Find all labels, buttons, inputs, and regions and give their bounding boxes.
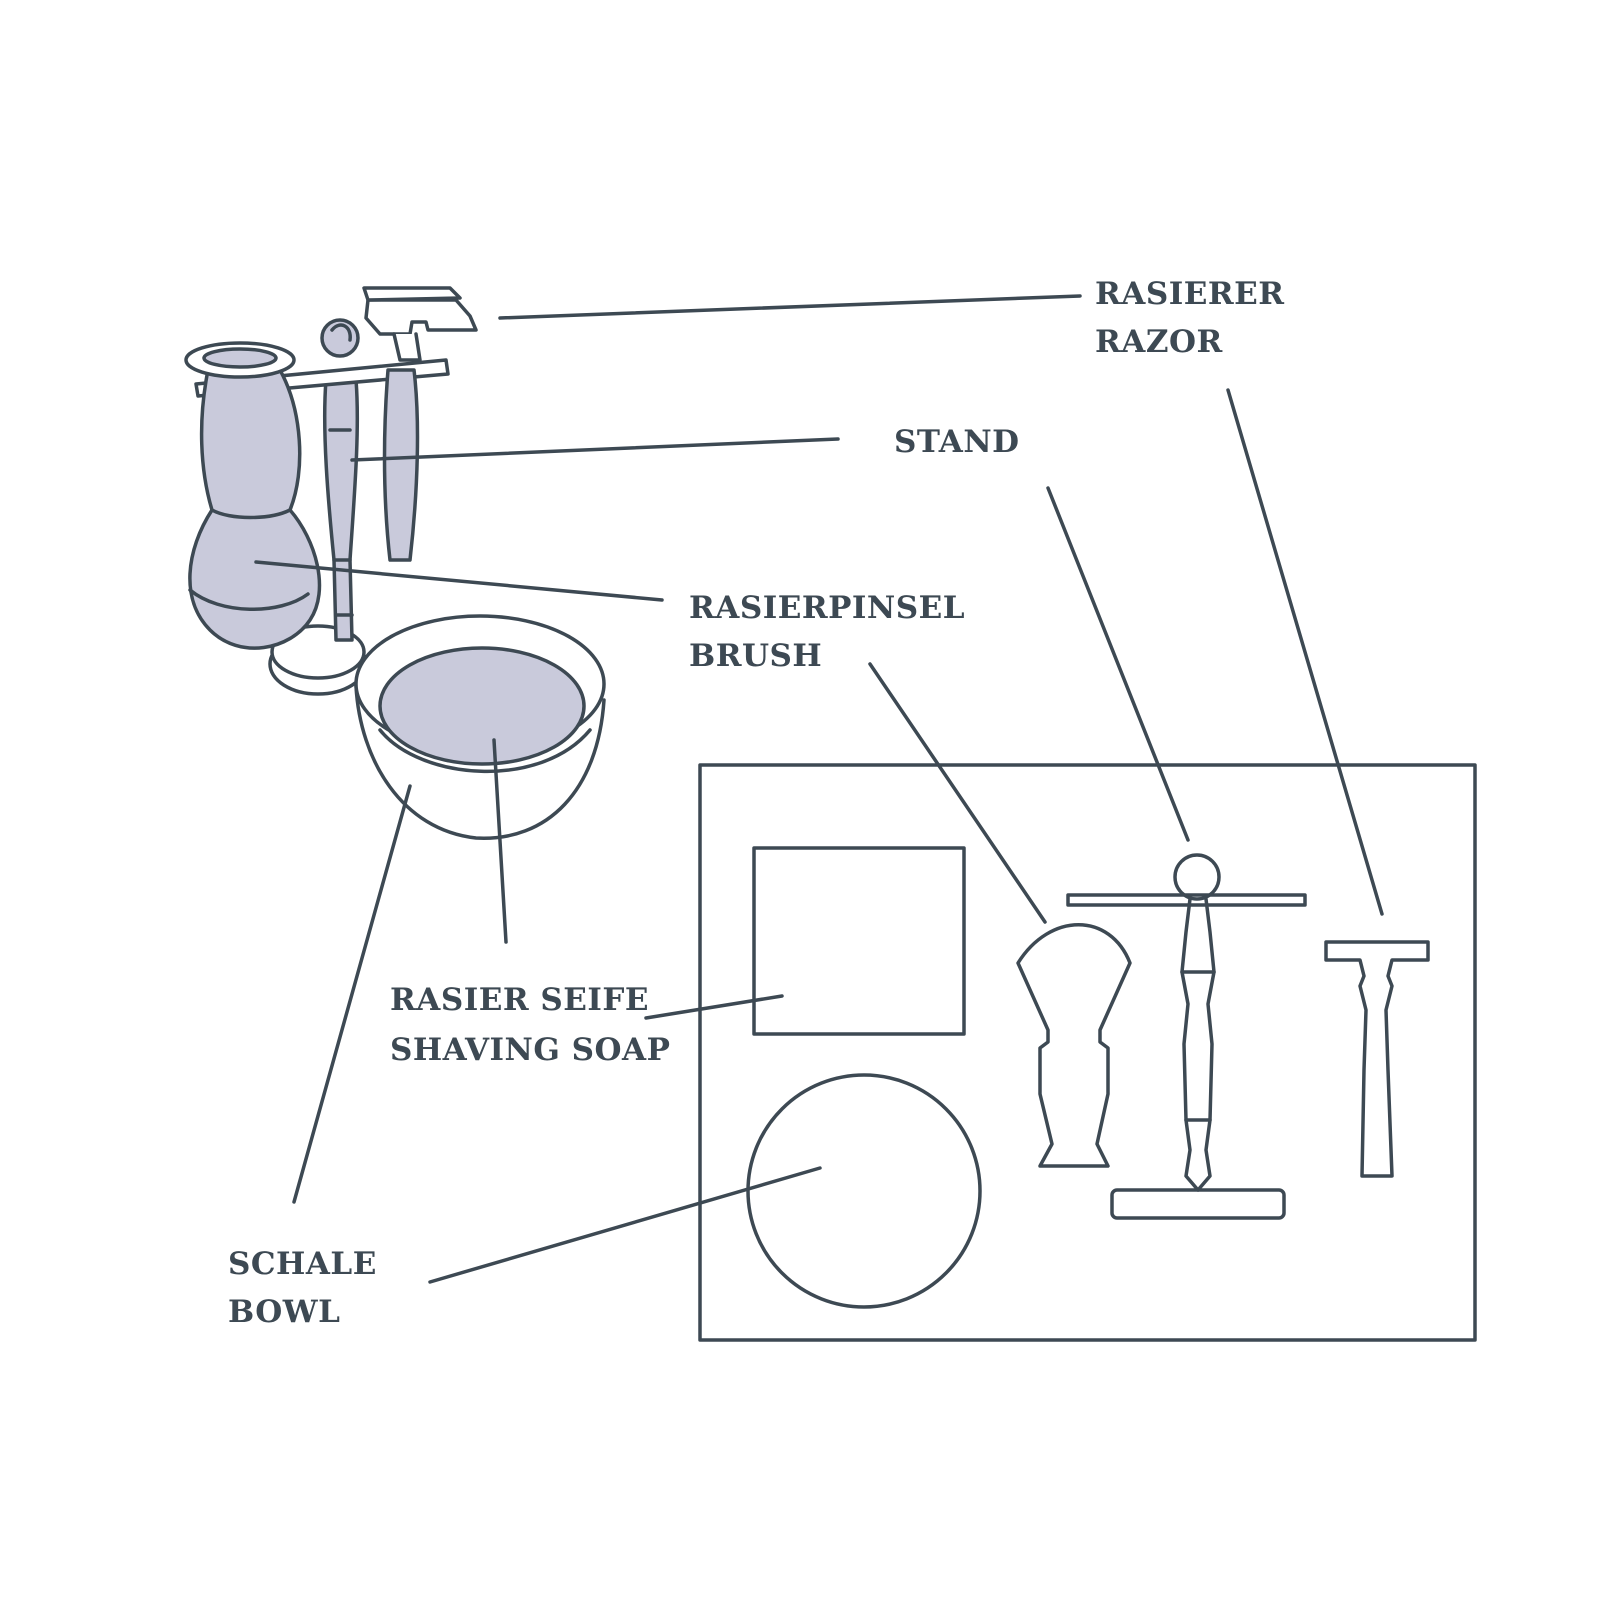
leader-soap-tray — [644, 994, 784, 1020]
label-brush-english: BRUSH — [689, 638, 823, 674]
label-soap-german: RASIER SEIFE — [390, 982, 650, 1018]
sketch-razor-head — [362, 286, 478, 362]
leader-stand-tray — [1046, 486, 1190, 842]
leader-razor-tray — [1226, 388, 1384, 916]
tray-soap-slot — [752, 846, 966, 1036]
label-soap: RASIER SEIFE SHAVING SOAP — [390, 975, 670, 1075]
label-bowl: SCHALE BOWL — [228, 1240, 377, 1336]
leader-razor-sketch — [498, 294, 1082, 320]
leader-soap-sketch — [492, 738, 508, 944]
label-brush: RASIERPINSEL BRUSH — [689, 584, 965, 680]
label-stand: STAND — [894, 418, 1020, 466]
label-razor-english: RAZOR — [1095, 324, 1223, 360]
label-stand-text: STAND — [894, 424, 1020, 460]
leader-bowl-sketch — [292, 784, 412, 1204]
leader-brush-tray — [868, 662, 1047, 924]
leader-bowl-tray — [428, 1166, 822, 1284]
schematic-tray — [698, 763, 1477, 1342]
sketch-stand-pole — [320, 318, 360, 642]
label-bowl-english: BOWL — [228, 1294, 341, 1330]
leader-brush-sketch — [254, 560, 664, 602]
label-soap-english: SHAVING SOAP — [390, 1032, 671, 1068]
label-razor: RASIERER RAZOR — [1095, 270, 1285, 366]
label-brush-german: RASIERPINSEL — [689, 590, 966, 626]
leader-lines — [254, 294, 1384, 1284]
tray-brush-slot — [1016, 923, 1132, 1168]
tray-stand-slot — [1066, 853, 1307, 1220]
sketch-brush — [184, 341, 322, 650]
tray-frame — [698, 763, 1477, 1342]
tray-razor-slot — [1324, 940, 1430, 1178]
sketch-razor-handle — [382, 368, 420, 562]
label-bowl-german: SCHALE — [228, 1246, 377, 1282]
label-razor-german: RASIERER — [1095, 276, 1285, 312]
tray-bowl-slot — [746, 1073, 982, 1309]
sketch-illustration — [184, 286, 606, 840]
sketch-bowl — [354, 614, 606, 840]
leader-stand-sketch — [350, 437, 840, 462]
